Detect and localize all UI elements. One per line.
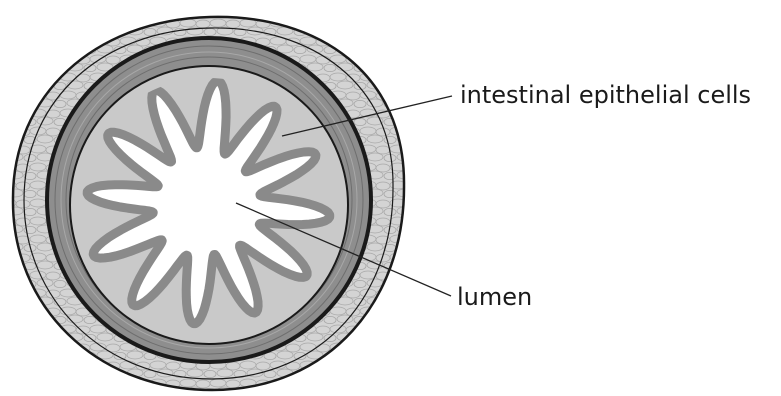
lumen-label: lumen: [457, 283, 532, 311]
epithelial-cells-label: intestinal epithelial cells: [460, 81, 751, 109]
